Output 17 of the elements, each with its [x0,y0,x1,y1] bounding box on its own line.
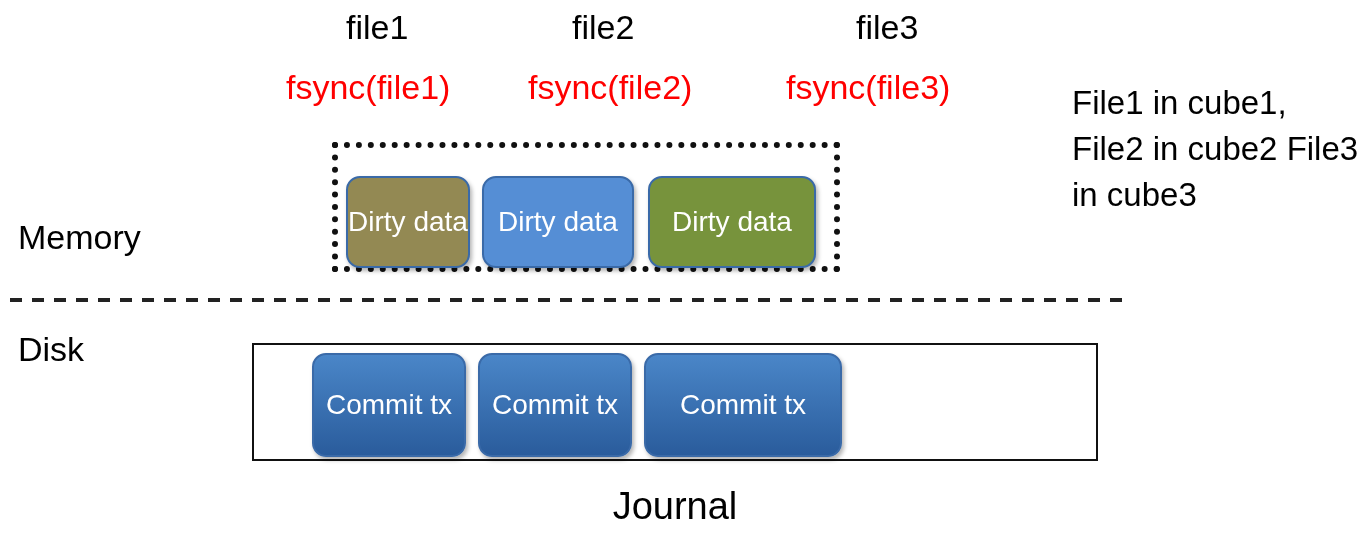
fsync-call: fsync(file2) [528,68,693,107]
commit-block: Commit tx [644,353,842,457]
fsync-call: fsync(file1) [286,68,451,107]
region-label: Memory [18,218,141,257]
file-label: file2 [572,8,635,47]
fsync-call: fsync(file3) [786,68,951,107]
box-caption: Journal [611,485,739,528]
commit-block: Commit tx [478,353,632,457]
dotted-frame [332,142,840,272]
commit-block: Commit tx [312,353,466,457]
data-block: Dirty data [648,176,816,268]
note-text: File1 in cube1, File2 in cube2 File3 in cube3 [1072,83,1360,216]
file-label: file1 [346,8,409,47]
region-label: Disk [18,330,85,369]
data-block: Dirty data [346,176,470,268]
file-label: file3 [856,8,919,47]
data-block: Dirty data [482,176,634,268]
